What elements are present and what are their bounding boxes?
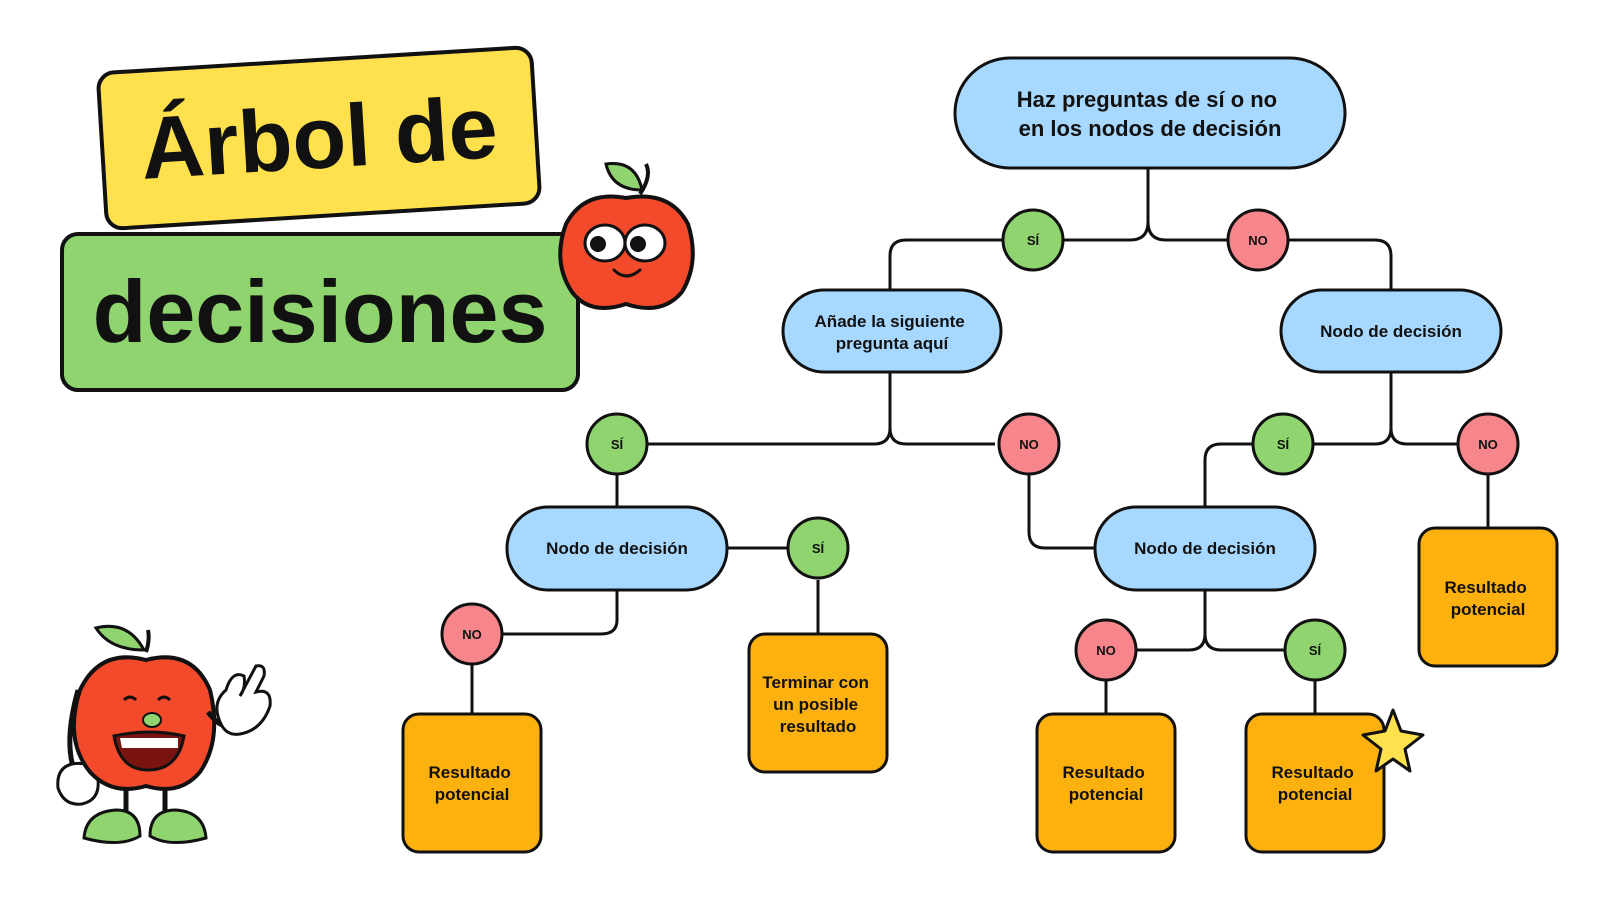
connector xyxy=(888,238,1003,292)
node-text-line: Terminar con xyxy=(762,673,868,692)
no-badge: NO xyxy=(1456,412,1520,476)
connector xyxy=(1312,372,1393,446)
connector xyxy=(1203,590,1285,652)
outcome-node: Resultado potencial xyxy=(1035,712,1177,854)
node-text-line: en los nodos de decisión xyxy=(1019,116,1282,141)
apple-character-icon xyxy=(56,624,272,844)
node-text-line: potencial xyxy=(1069,785,1144,804)
question-node-lower-left: Nodo de decisión xyxy=(505,505,729,592)
badge-label: SÍ xyxy=(1027,233,1040,248)
node-text-line: Nodo de decisión xyxy=(1320,322,1462,341)
yes-badge: SÍ xyxy=(1251,412,1315,476)
question-node-root: Haz preguntas de sí o no en los nodos de… xyxy=(953,56,1347,170)
node-text-line: potencial xyxy=(1451,600,1526,619)
node-text-line: Resultado xyxy=(1445,578,1527,597)
no-badge: NO xyxy=(1226,208,1290,272)
yes-badge: SÍ xyxy=(1283,618,1347,682)
svg-text:Añade la siguiente pregu: Añade la siguiente pregunta aquí xyxy=(815,312,970,353)
connector xyxy=(502,590,619,636)
node-text-line: resultado xyxy=(780,717,857,736)
connector xyxy=(1027,474,1098,550)
outcome-node: Resultado potencial xyxy=(401,712,543,854)
badge-label: NO xyxy=(1096,643,1116,658)
svg-text:Resultado potencial: Resultado potencial xyxy=(1063,763,1150,804)
apple-face-icon xyxy=(558,162,695,310)
question-node-right: Nodo de decisión xyxy=(1279,288,1503,374)
svg-text:Resultado potencial: Resultado potencial xyxy=(429,763,516,804)
connector xyxy=(1136,590,1207,652)
connector xyxy=(888,372,995,446)
node-text-line: Haz preguntas de sí o no xyxy=(1017,87,1277,112)
connector xyxy=(1203,442,1253,507)
svg-text:Resultado potencial: Resultado potencial xyxy=(1445,578,1532,619)
badge-label: SÍ xyxy=(1277,437,1290,452)
badge-label: NO xyxy=(1019,437,1039,452)
node-text-line: pregunta aquí xyxy=(836,334,950,353)
no-badge: NO xyxy=(997,412,1061,476)
badge-label: NO xyxy=(462,627,482,642)
badge-label: SÍ xyxy=(812,541,825,556)
node-text-line: potencial xyxy=(1278,785,1353,804)
svg-text:Nodo de decisión: Nodo de decisión xyxy=(1134,539,1276,558)
connector xyxy=(646,372,892,446)
star-icon xyxy=(1361,708,1425,773)
node-text-line: Resultado xyxy=(1063,763,1145,782)
node-text-line: un posible xyxy=(773,695,858,714)
outcome-node: Terminar con un posible resultado xyxy=(747,632,889,774)
title-line-2-text: decisiones xyxy=(92,262,548,361)
badge-label: SÍ xyxy=(1309,643,1322,658)
title-line-2: decisiones xyxy=(60,232,580,392)
node-text-line: Nodo de decisión xyxy=(546,539,688,558)
yes-badge: SÍ xyxy=(1001,208,1065,272)
yes-badge: SÍ xyxy=(786,516,850,580)
svg-text:Haz preguntas de sí o no: Haz preguntas de sí o no en los nodos de… xyxy=(1017,87,1284,141)
svg-text:Resultado potencial: Resultado potencial xyxy=(1272,763,1359,804)
yes-badge: SÍ xyxy=(585,412,649,476)
connector xyxy=(1283,238,1393,292)
no-badge: NO xyxy=(1074,618,1138,682)
svg-text:Terminar con un posible: Terminar con un posible resultado xyxy=(762,673,873,736)
connector xyxy=(1389,372,1458,446)
outcome-node: Resultado potencial xyxy=(1244,712,1386,854)
question-node-middle: Nodo de decisión xyxy=(1093,505,1317,592)
no-badge: NO xyxy=(440,602,504,666)
node-text-line: potencial xyxy=(435,785,510,804)
node-text-line: Añade la siguiente xyxy=(815,312,965,331)
node-text-line: Nodo de decisión xyxy=(1134,539,1276,558)
badge-label: SÍ xyxy=(611,437,624,452)
svg-text:Nodo de decisión: Nodo de decisión xyxy=(546,539,688,558)
svg-text:Nodo de decisión: Nodo de decisión xyxy=(1320,322,1462,341)
node-text-line: Resultado xyxy=(1272,763,1354,782)
outcome-node: Resultado potencial xyxy=(1417,526,1559,668)
badge-label: NO xyxy=(1248,233,1268,248)
badge-label: NO xyxy=(1478,437,1498,452)
connectors xyxy=(470,168,1490,714)
connector xyxy=(1146,168,1230,242)
question-node-left: Añade la siguiente pregunta aquí xyxy=(781,288,1003,374)
node-text-line: Resultado xyxy=(429,763,511,782)
